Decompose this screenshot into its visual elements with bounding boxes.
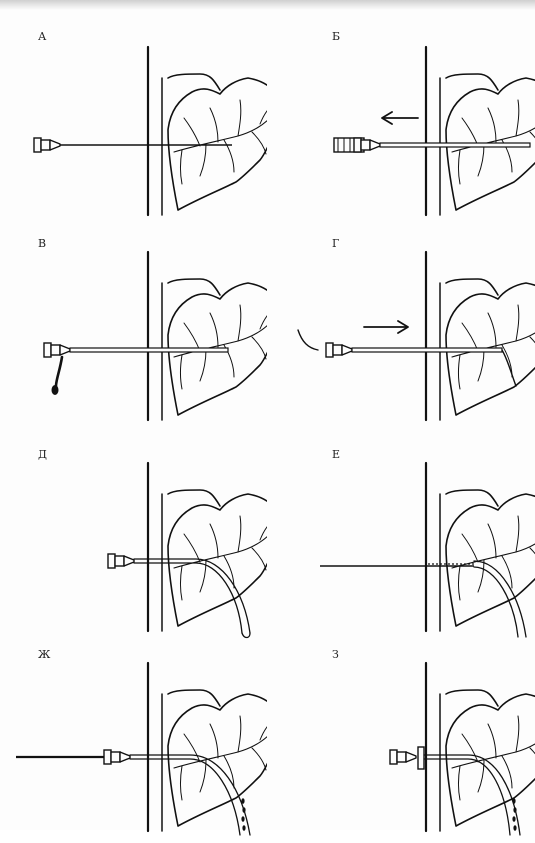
needle-shaft [352,348,502,352]
liver-group [148,252,267,420]
liver-group [426,252,535,420]
side-hole [241,816,244,822]
hub-cone [124,556,134,566]
side-hole [242,807,245,813]
hub-body [111,752,120,762]
hub-cap [104,750,111,764]
panel-v: В [0,225,267,432]
hub-body [333,345,342,355]
drawing [268,636,535,843]
hub-cone [60,345,70,355]
drawing [268,225,535,432]
panel-z: З [268,636,535,843]
diaphragm-arc [168,74,220,90]
hub-cap [326,343,333,357]
hub-cone [50,140,60,150]
needle-hub [34,138,60,152]
liver-outline [168,494,267,626]
liver-group [426,47,535,215]
hub-body [361,140,370,150]
fixation-disc [418,747,424,769]
hub-cone [120,752,130,762]
top-border-shadow [0,0,535,10]
panel-a: А [0,20,267,227]
diaphragm-arc [446,74,498,90]
guidewire-tail [298,330,318,350]
hub-body [115,556,124,566]
hub-cone [406,752,416,762]
side-hole [241,798,244,804]
panel-d: Д [0,436,267,643]
hub-cap [44,343,51,357]
catheter-hub [108,554,134,568]
liver-outline [168,78,267,210]
needle-hub [354,138,380,152]
needle-shaft [380,143,530,147]
drawing [268,436,535,643]
drawing [268,20,535,227]
hub-cone [370,140,380,150]
needle-shaft [70,348,228,352]
hub-body [51,345,60,355]
side-hole [513,807,516,813]
liver-group [426,663,535,831]
panel-e: Е [268,436,535,643]
hub-cap [34,138,41,152]
catheter-hub [390,750,416,764]
liver-outline [446,694,535,826]
drawing [0,225,267,432]
diaphragm-arc [446,279,498,295]
diaphragm-arc [446,690,498,706]
panel-g: Г [268,225,535,432]
bile-drop [52,385,59,395]
drawing [0,20,267,227]
liver-group [148,47,267,215]
panel-b: Б [268,20,535,227]
liver-group [148,463,267,631]
hub-body [41,140,50,150]
diaphragm-arc [446,490,498,506]
needle-hub [44,343,70,357]
hub-cone [342,345,352,355]
hub-cap [354,138,361,152]
diaphragm-arc [168,279,220,295]
diaphragm-arc [168,490,220,506]
hub-cap [108,554,115,568]
needle-hub [326,343,352,357]
hub-body [397,752,406,762]
liver-outline [168,694,267,826]
hub-cap [390,750,397,764]
diaphragm-arc [168,690,220,706]
drawing [0,636,267,843]
panel-zh: Ж [0,636,267,843]
bile-drip [56,357,62,386]
drawing [0,436,267,643]
side-hole [512,816,515,822]
side-hole [512,798,515,804]
liver-group [148,663,267,831]
liver-outline [446,494,535,626]
catheter-hub [104,750,130,764]
